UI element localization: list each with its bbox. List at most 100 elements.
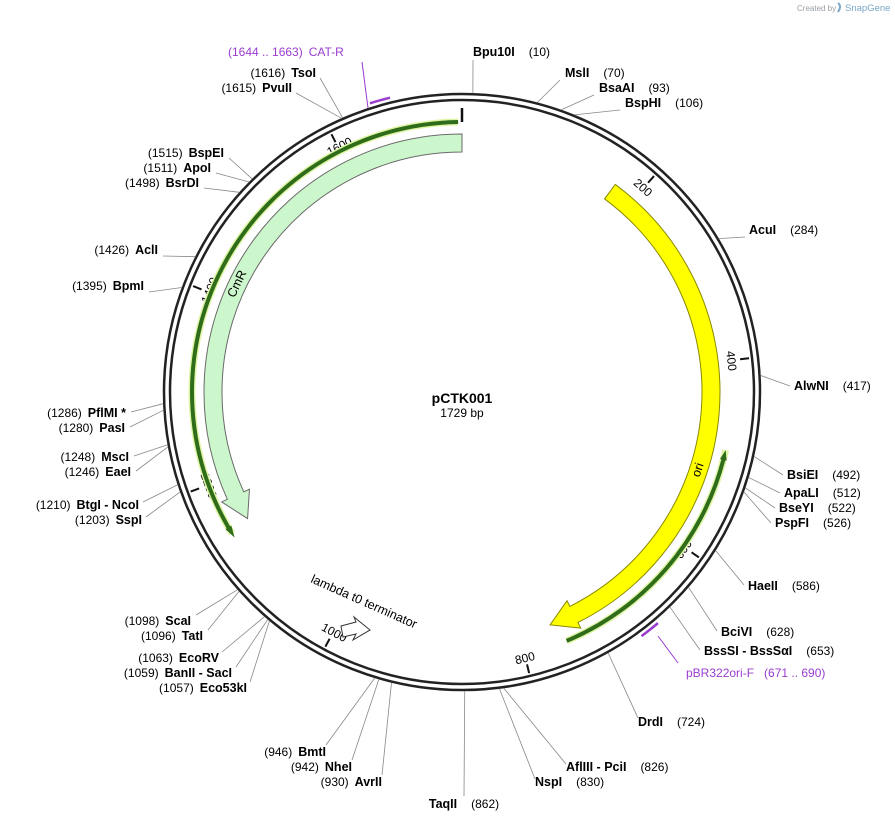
site-leader-alwni xyxy=(760,375,791,387)
site-label-bpu10i[interactable]: Bpu10I(10) xyxy=(473,45,550,59)
site-label-tati[interactable]: (1096)TatI xyxy=(141,629,203,643)
tick-mark-800 xyxy=(526,664,531,674)
site-position: (1057) xyxy=(159,681,194,695)
site-name: PflMI * xyxy=(88,406,126,420)
site-position: (724) xyxy=(677,715,705,729)
site-label-ecorv[interactable]: (1063)EcoRV xyxy=(138,651,219,665)
site-position: (942) xyxy=(291,760,319,774)
site-leader-pflmi xyxy=(130,403,164,413)
site-label-taqii[interactable]: TaqII(862) xyxy=(429,797,499,811)
site-position: (930) xyxy=(321,775,349,789)
site-label-apali[interactable]: ApaLI(512) xyxy=(784,486,861,500)
site-leader-bsaai xyxy=(560,94,595,111)
primer-cat-r-label[interactable]: (1644 .. 1663) CAT-R xyxy=(228,45,344,59)
site-name: BsiEI xyxy=(787,468,818,482)
site-label-bsphi[interactable]: BspHI(106) xyxy=(625,96,703,110)
site-label-bsiei[interactable]: BsiEI(492) xyxy=(787,468,860,482)
site-label-tsoi[interactable]: (1616)TsoI xyxy=(251,66,316,80)
site-label-msli[interactable]: MslI(70) xyxy=(565,66,625,80)
site-leader-apoi xyxy=(215,172,250,183)
site-leader-eaei xyxy=(135,446,169,472)
site-leader-pvuii xyxy=(295,92,342,119)
site-label-eaei[interactable]: (1246)EaeI xyxy=(65,465,131,479)
site-label-pvuii[interactable]: (1615)PvuII xyxy=(221,81,292,95)
site-label-sspi[interactable]: (1203)SspI xyxy=(75,513,142,527)
site-name: MscI xyxy=(101,450,129,464)
tick-mark-200 xyxy=(647,175,655,184)
site-position: (526) xyxy=(823,516,851,530)
cmr-feature-arrow[interactable] xyxy=(203,133,463,520)
site-label-bsrdi[interactable]: (1498)BsrDI xyxy=(125,176,199,190)
site-label-pflmi[interactable]: (1286) PflMI * xyxy=(47,406,126,420)
site-position: (1426) xyxy=(94,243,129,257)
site-leader-nhei xyxy=(351,679,380,761)
primer-pbr322ori-f-label[interactable]: pBR322ori-F(671 .. 690) xyxy=(686,666,825,680)
site-label-nspi[interactable]: NspI(830) xyxy=(535,775,604,789)
site-label-bspei[interactable]: (1515)BspEI xyxy=(148,146,224,160)
site-label-haeii[interactable]: HaeII(586) xyxy=(748,579,820,593)
site-leader-bseyi xyxy=(745,487,776,509)
site-label-apoi[interactable]: (1511)ApoI xyxy=(143,161,211,175)
site-name: PspFI xyxy=(775,516,809,530)
site-name: PvuII xyxy=(262,81,292,95)
site-leader-pasi xyxy=(129,409,164,428)
site-name: DrdI xyxy=(638,715,663,729)
site-label-bcivi[interactable]: BciVI(628) xyxy=(721,625,794,639)
tick-mark-400 xyxy=(739,357,750,361)
site-label-bmti[interactable]: (946)BmtI xyxy=(264,745,326,759)
site-label-bsssi-bsss-i[interactable]: BssSI - BssSαI(653) xyxy=(704,644,834,658)
site-name: EcoRV xyxy=(179,651,220,665)
primer-cat-r-leader xyxy=(361,61,369,109)
site-position: (284) xyxy=(790,223,818,237)
site-label-btgi-ncoi[interactable]: (1210)BtgI - NcoI xyxy=(36,498,139,512)
site-label-alwni[interactable]: AlwNI(417) xyxy=(794,379,871,393)
site-position: (1098) xyxy=(125,614,160,628)
site-name: AclI xyxy=(135,243,158,257)
site-position: (106) xyxy=(675,96,703,110)
site-label-pasi[interactable]: (1280)PasI xyxy=(59,421,125,435)
site-label-eco53ki[interactable]: (1057)Eco53kI xyxy=(159,681,247,695)
restriction-sites: Bpu10I(10) MslI(70)BsaAI(93)BspHI(106) Acu… xyxy=(36,45,871,811)
site-label-bsaai[interactable]: BsaAI(93) xyxy=(599,81,670,95)
site-name: ApaLI xyxy=(784,486,819,500)
tick-mark-1200 xyxy=(190,487,200,493)
site-name: BmtI xyxy=(298,745,326,759)
site-position: (1280) xyxy=(59,421,94,435)
site-name: AvrII xyxy=(355,775,382,789)
site-name: BseYI xyxy=(779,501,814,515)
site-label-acui[interactable]: AcuI(284) xyxy=(749,223,818,237)
site-name: SspI xyxy=(116,513,142,527)
site-leader-ecorv xyxy=(221,616,265,653)
site-position: (1059) xyxy=(124,666,159,680)
terminator-icon[interactable] xyxy=(340,615,371,642)
primer-name: pBR322ori-F xyxy=(686,666,754,680)
site-position: (1286) xyxy=(47,406,82,420)
site-leader-btgi-ncoi xyxy=(142,484,178,503)
site-leader-scai xyxy=(195,589,238,616)
site-label-drdi[interactable]: DrdI (724) xyxy=(638,715,705,729)
site-name: BanII - SacI xyxy=(165,666,232,680)
site-name: BssSI - BssSαI xyxy=(704,644,792,658)
site-label-afliii-pcii[interactable]: AflIII - PciI(826) xyxy=(566,760,668,774)
site-label-bpmi[interactable]: (1395)BpmI xyxy=(72,279,144,293)
primer-name: CAT-R xyxy=(309,45,344,59)
site-label-pspfi[interactable]: PspFI (526) xyxy=(775,516,851,530)
backbone-inner-ring xyxy=(168,98,756,686)
site-label-bseyi[interactable]: BseYI(522) xyxy=(779,501,856,515)
site-leader-bsphi xyxy=(574,109,621,116)
site-label-scai[interactable]: (1098)ScaI xyxy=(125,614,191,628)
site-label-msci[interactable]: (1248)MscI xyxy=(61,450,129,464)
site-label-acli[interactable]: (1426) AclI xyxy=(94,243,158,257)
site-leader-tati xyxy=(207,591,240,631)
tick-mark-600 xyxy=(690,551,700,559)
site-name: HaeII xyxy=(748,579,778,593)
site-leader-pspfi xyxy=(743,491,772,524)
site-label-banii-saci[interactable]: (1059) BanII - SacI xyxy=(124,666,232,680)
site-leader-apali xyxy=(748,477,781,494)
site-label-avrii[interactable]: (930) AvrII xyxy=(321,775,382,789)
site-leader-drdi xyxy=(607,652,639,719)
primer-range: (1644 .. 1663) xyxy=(228,45,303,59)
site-name: BtgI - NcoI xyxy=(77,498,140,512)
site-label-nhei[interactable]: (942)NheI xyxy=(291,760,352,774)
ori-feature-arrow[interactable] xyxy=(549,183,721,629)
